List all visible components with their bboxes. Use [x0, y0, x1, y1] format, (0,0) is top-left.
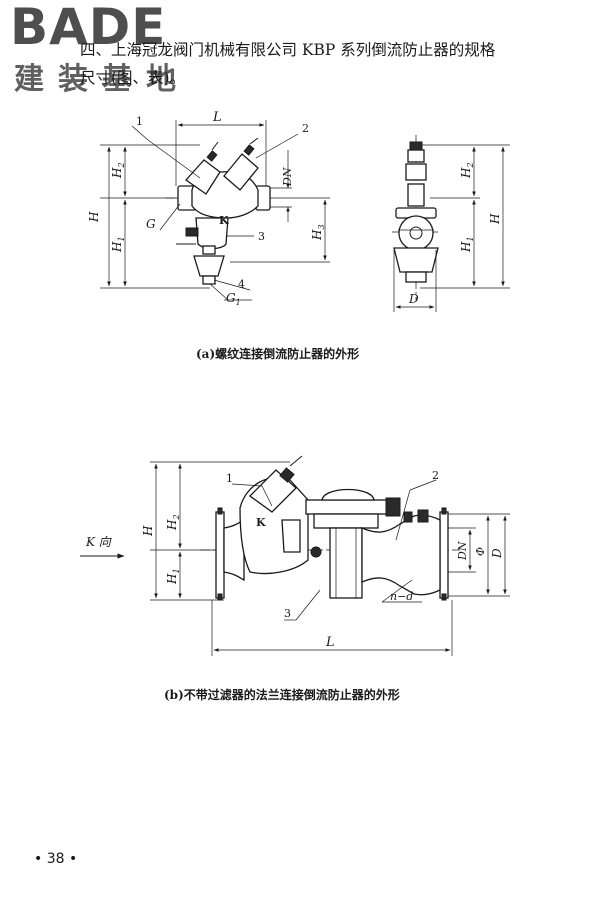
- b-dim-H: H: [141, 525, 155, 537]
- figure-a-front-view: L H H2 H1 H3 DN: [87, 110, 330, 307]
- front-mark-K: K: [219, 214, 229, 227]
- front-dim-DN: DN: [281, 167, 294, 187]
- b-mark-K: K: [256, 516, 266, 529]
- front-dim-H1: H1: [110, 236, 126, 253]
- front-dim-H: H: [87, 211, 101, 223]
- side-dim-H: H: [488, 213, 502, 225]
- page-number: • 38 •: [34, 851, 78, 867]
- figure-a-side-view: H2 H1 H D: [392, 135, 510, 312]
- b-leader-2: 2: [432, 469, 439, 482]
- front-dim-L: L: [212, 110, 222, 125]
- side-dim-H1: H1: [459, 236, 475, 253]
- b-dim-H2: H2: [165, 514, 181, 531]
- side-dim-H2: H2: [459, 162, 475, 179]
- side-dim-D: D: [408, 292, 419, 306]
- b-dim-phi: Φ: [474, 547, 487, 556]
- front-dim-G1: G1: [226, 291, 241, 307]
- b-dim-DN: DN: [456, 541, 469, 561]
- front-dim-H3: H3: [310, 224, 326, 241]
- front-leader-3: 3: [258, 230, 265, 243]
- front-leader-2: 2: [302, 122, 309, 135]
- heading-line-1: 四、上海冠龙阀门机械有限公司 KBP 系列倒流防止器的规格: [80, 41, 496, 59]
- logo-wordmark: BADE: [10, 0, 167, 56]
- b-dim-D: D: [490, 548, 504, 559]
- figure-b-caption: (b)不带过滤器的法兰连接倒流防止器的外形: [164, 688, 400, 702]
- front-leader-1: 1: [136, 115, 143, 128]
- b-dim-H1: H1: [165, 568, 181, 585]
- figure-a-caption: (a)螺纹连接倒流防止器的外形: [196, 347, 360, 361]
- b-dim-L: L: [325, 635, 335, 650]
- view-label-k: K 向: [85, 535, 112, 549]
- heading-line-2: 尺寸(图、表)。: [80, 69, 186, 87]
- section-heading: 四、上海冠龙阀门机械有限公司 KBP 系列倒流防止器的规格 尺寸(图、表)。: [80, 36, 580, 92]
- front-dim-H2: H2: [110, 162, 126, 179]
- b-leader-1: 1: [226, 472, 233, 485]
- front-dim-G: G: [146, 217, 156, 231]
- watermark-logo: BADE 建装基地: [6, 0, 206, 100]
- front-leader-4: 4: [238, 278, 245, 291]
- b-dim-nd: n−d: [390, 590, 413, 603]
- b-leader-3: 3: [284, 607, 291, 620]
- figure-b-front-view: K 向 H H2 H1 K: [80, 455, 510, 656]
- logo-chinese: 建装基地: [14, 62, 190, 97]
